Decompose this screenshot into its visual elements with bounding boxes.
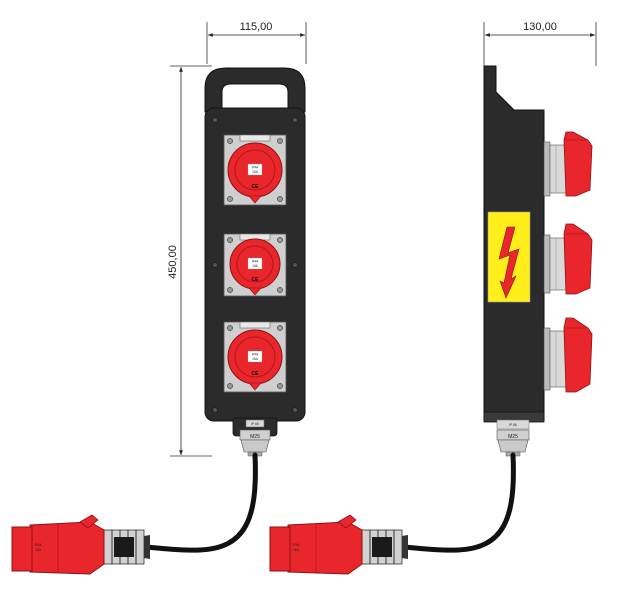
side-socket-3 [543, 317, 593, 393]
side-cable-gland: IP 66 M25 [496, 419, 530, 457]
side-cable [400, 452, 516, 553]
housing-screws [212, 117, 298, 413]
lightning-bolt-icon [498, 226, 520, 299]
warning-sign [487, 211, 531, 303]
front-plug-rating-b: 16A [35, 548, 42, 552]
socket-ce-2: CE [252, 277, 260, 283]
front-socket-2: IP44 16A CE [223, 233, 287, 297]
dimension-front-width: 115,00 [206, 21, 307, 64]
front-socket-1: IP44 16A CE [223, 134, 287, 206]
front-cable-gland: IP 66 M25 [232, 417, 278, 457]
socket-rating-3a: IP44 [252, 353, 259, 357]
front-height-label: 450,00 [167, 245, 179, 279]
socket-rating-2a: IP44 [252, 260, 259, 264]
front-gland-size: M25 [250, 434, 260, 440]
front-plug-rating-a: IP44 [35, 543, 42, 547]
side-view: IP 66 M25 IP44 16A [269, 65, 593, 575]
front-gland-label: IP 66 [251, 422, 259, 426]
side-gland-label: IP 66 [509, 423, 517, 427]
side-width-label: 130,00 [523, 21, 557, 33]
dimension-front-height: 450,00 [167, 65, 212, 457]
socket-rating-1a: IP44 [252, 166, 259, 170]
side-plug: IP44 16A [269, 514, 408, 575]
socket-rating-3b: 16A [252, 357, 259, 361]
front-width-label: 115,00 [240, 21, 273, 33]
side-socket-2 [543, 223, 593, 295]
dimension-side-width: 130,00 [483, 21, 597, 66]
carry-handle [204, 67, 306, 113]
front-plug: IP44 16A [11, 514, 150, 575]
side-plug-rating-b: 16A [293, 548, 300, 552]
side-gland-size: M25 [508, 434, 518, 440]
front-view: IP44 16A CE IP44 16A CE [11, 67, 306, 575]
side-socket-1 [543, 131, 593, 197]
socket-ce-3: CE [252, 371, 260, 377]
side-plug-rating-a: IP44 [293, 543, 300, 547]
socket-rating-1b: 16A [252, 170, 259, 174]
socket-rating-2b: 16A [252, 264, 259, 268]
front-cable [142, 452, 258, 553]
front-socket-3: IP44 16A CE [223, 321, 287, 393]
socket-ce-1: CE [252, 184, 260, 190]
